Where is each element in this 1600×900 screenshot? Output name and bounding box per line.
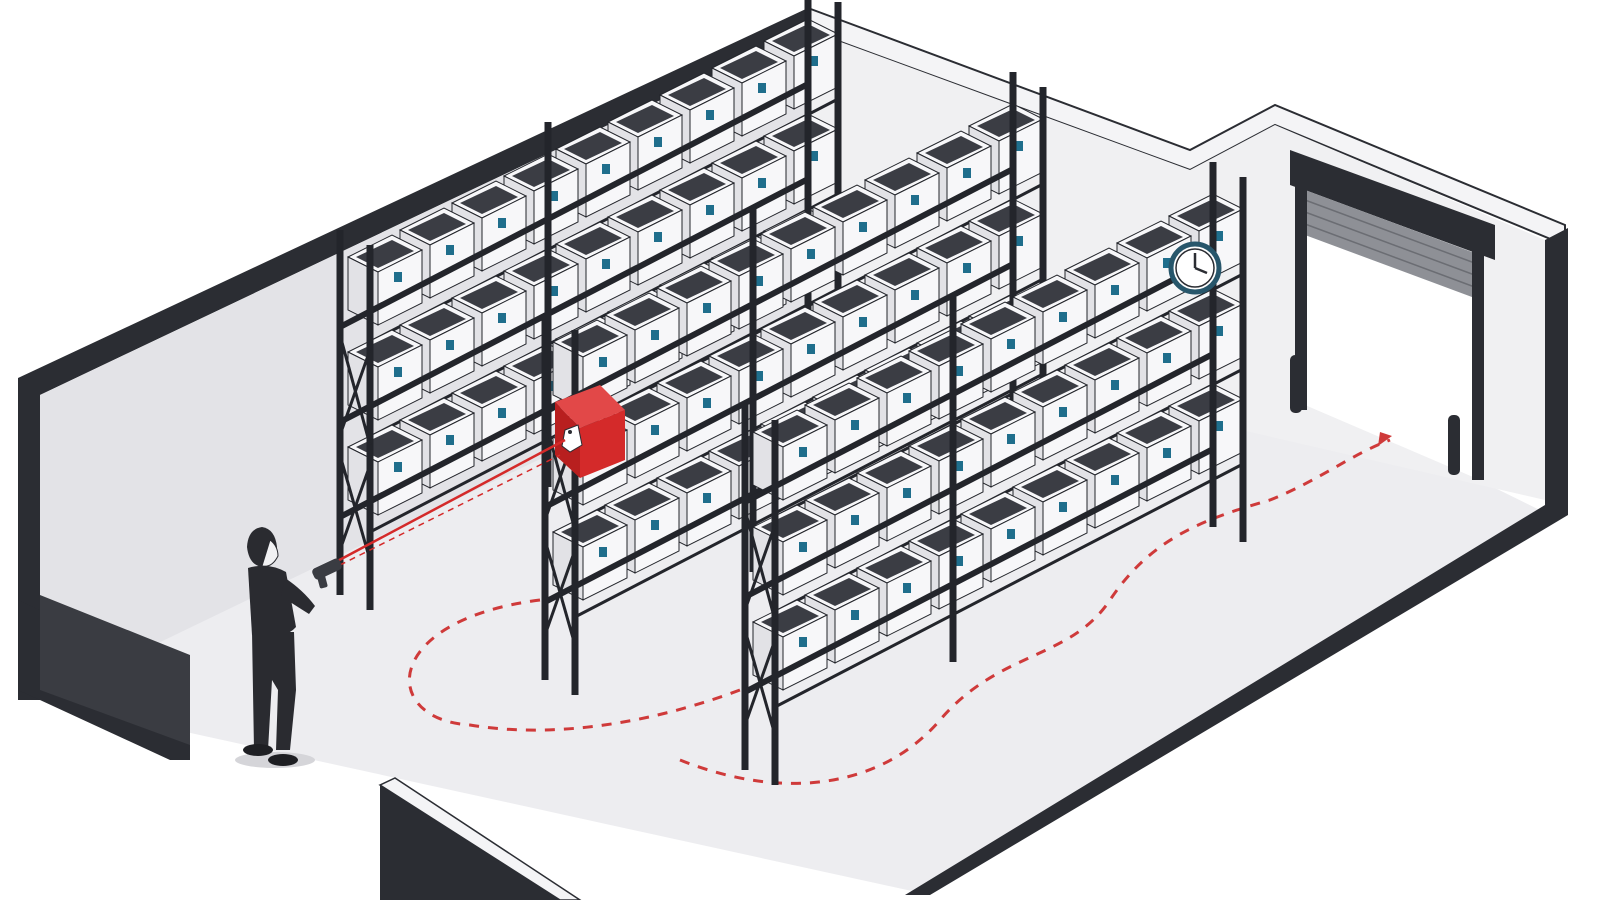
bollard-right	[1448, 415, 1460, 475]
loading-dock-door	[1290, 150, 1495, 480]
travel-path	[407, 438, 1391, 785]
shelving-rack-front	[741, 162, 1247, 785]
path-arrowhead	[1378, 432, 1392, 446]
worker-figure	[235, 527, 342, 768]
front-bottom-wall-top	[378, 777, 582, 900]
shelving-racks	[336, 0, 1247, 785]
highlighted-bin	[555, 385, 625, 478]
scanner-laser	[329, 438, 566, 567]
tag-icon	[561, 424, 583, 453]
barcode-scanner-icon	[312, 558, 342, 589]
bollard-left	[1290, 355, 1302, 413]
scanner-laser-dash	[329, 454, 561, 571]
front-left-wall-top	[40, 595, 190, 745]
clock-icon	[1168, 241, 1222, 295]
